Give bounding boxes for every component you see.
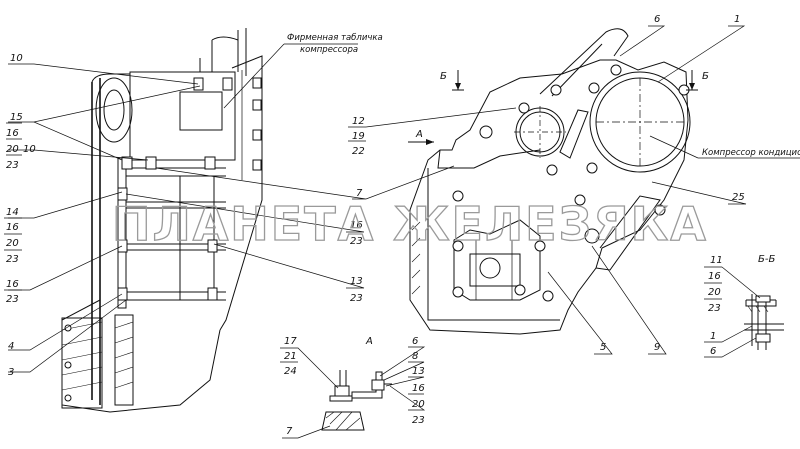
arrow-a-label: А — [415, 129, 423, 140]
section-bb-title: Б-Б — [758, 254, 775, 265]
callout-6-bb: 6 — [710, 346, 716, 357]
callout-6-a: 6 — [412, 336, 418, 347]
callout-16-23: 23 — [6, 294, 19, 305]
compressor-bracket — [409, 59, 689, 335]
callout-12: 12 — [352, 116, 365, 127]
right-bolts — [452, 64, 690, 302]
left-side-view: Фирменная табличка компрессора — [61, 28, 383, 413]
callout-16-mid: 16 — [350, 220, 363, 231]
tension-arm — [539, 28, 629, 95]
view-a-title: А — [365, 336, 373, 347]
engine-flange — [219, 55, 263, 331]
compressor-body — [129, 71, 236, 161]
callout-5: 5 — [600, 342, 606, 353]
callout-10-top: 10 — [10, 53, 23, 64]
callout-7-a: 7 — [286, 426, 293, 437]
left-bolts — [64, 77, 262, 402]
callout-25: 25 — [732, 192, 745, 203]
callout-11-bb-20: 20 — [708, 287, 721, 298]
callout-15: 15 — [10, 112, 23, 123]
callout-16-mid-23: 23 — [350, 236, 363, 247]
callout-15-16: 16 — [6, 128, 19, 139]
callout-4: 4 — [8, 341, 14, 352]
callout-9: 9 — [654, 342, 660, 353]
callout-17-24: 24 — [284, 366, 297, 377]
callout-15-20: 20 — [6, 144, 19, 155]
callout-11-bb-16: 16 — [708, 271, 721, 282]
left-callouts: 10 15 16 20 23 10 14 16 20 23 16 23 4 3 — [4, 53, 36, 378]
callout-14-20: 20 — [6, 238, 19, 249]
callout-17-21: 21 — [284, 351, 297, 362]
section-mark-right-group: Б — [686, 70, 709, 91]
callout-13-a: 13 — [412, 366, 425, 377]
callout-13-23: 23 — [350, 293, 363, 304]
nameplate-caption-line1: Фирменная табличка — [287, 33, 383, 43]
callout-12-19: 19 — [352, 131, 365, 142]
callout-3: 3 — [8, 367, 14, 378]
callout-23-a: 23 — [412, 415, 425, 426]
belt — [91, 78, 101, 405]
callout-12-22: 22 — [352, 146, 365, 157]
compressor-pulley — [95, 77, 133, 143]
callout-20-a: 20 — [412, 399, 425, 410]
callout-17: 17 — [284, 336, 297, 347]
callout-7: 7 — [356, 188, 363, 199]
compressor-cylinder — [589, 71, 691, 173]
callout-1-bb: 1 — [710, 331, 716, 342]
view-a: А 17 21 24 6 8 13 16 20 23 7 — [280, 336, 426, 439]
callout-16-a: 16 — [412, 383, 425, 394]
callout-8-a: 8 — [412, 351, 418, 362]
callout-14-16: 16 — [6, 222, 19, 233]
section-mark-left: Б — [440, 71, 447, 82]
callout-15-23: 23 — [6, 160, 19, 171]
callout-1-right: 1 — [734, 14, 740, 25]
callout-14: 14 — [6, 207, 19, 218]
compressor-caption: Компрессор кондиционера — [702, 148, 800, 158]
callout-11-bb-23: 23 — [708, 303, 721, 314]
callout-6-right: 6 — [654, 14, 660, 25]
view-a-stud-base — [321, 411, 365, 431]
callout-11-bb: 11 — [710, 255, 723, 266]
callout-16: 16 — [6, 279, 19, 290]
right-front-view — [409, 28, 691, 335]
nameplate-caption-line2: компрессора — [300, 45, 358, 55]
callout-13: 13 — [350, 276, 363, 287]
callout-10-mid: 10 — [23, 144, 36, 155]
lower-housing — [61, 299, 221, 413]
callout-14-23: 23 — [6, 254, 19, 265]
section-bb: Б-Б 11 16 20 23 1 6 — [704, 254, 784, 358]
middle-callouts: 12 19 22 7 16 23 13 23 А Б — [125, 70, 517, 304]
view-a-bracket — [351, 371, 383, 399]
watermark: ПЛАНЕТА ЖЕЛЕЗЯКА — [112, 197, 708, 251]
section-mark-right: Б — [702, 71, 709, 82]
right-callouts: 6 1 Компрессор кондиционера 25 5 9 — [547, 14, 800, 355]
